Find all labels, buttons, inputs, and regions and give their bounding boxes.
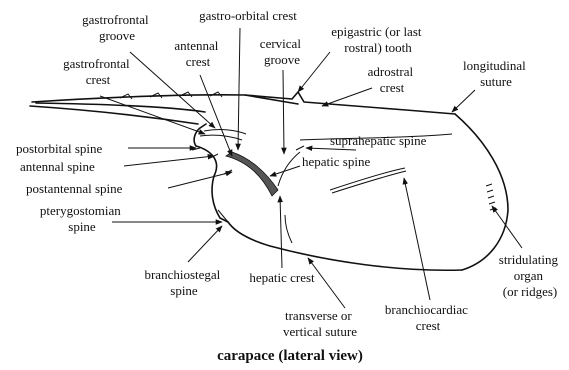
- label-adrostral-crest: adrostral crest: [368, 64, 417, 95]
- label-cervical-groove: cervical groove: [260, 36, 304, 67]
- label-line: suprahepatic spine: [330, 133, 427, 148]
- label-line: pterygostomian: [40, 203, 121, 218]
- label-line: branchiostegal: [144, 267, 220, 282]
- label-line: crest: [380, 80, 405, 95]
- label-line: antennal spine: [20, 159, 95, 174]
- leader-hepatic-spine: [270, 166, 300, 176]
- label-line: adrostral: [368, 64, 414, 79]
- leader-branchiocardiac-crest: [404, 178, 430, 300]
- label-branchiocardiac-crest: branchiocardiac crest: [385, 302, 471, 333]
- label-pterygostomian-spine: pterygostomian spine: [40, 203, 124, 234]
- label-line: spine: [68, 219, 96, 234]
- leader-postantennal-spine: [168, 172, 232, 188]
- label-line: postorbital spine: [16, 141, 103, 156]
- label-postantennal-spine: postantennal spine: [26, 181, 123, 196]
- leader-hepatic-crest: [280, 196, 282, 268]
- leader-suprahepatic-spine: [306, 148, 356, 150]
- leader-stridulating-organ: [492, 206, 522, 248]
- label-line: crest: [186, 54, 211, 69]
- leader-antennal-spine: [124, 156, 214, 166]
- label-line: suture: [480, 74, 512, 89]
- label-epigastric-tooth: epigastric (or last rostral) tooth: [331, 24, 425, 55]
- label-gastrofrontal-crest: gastrofrontal crest: [63, 56, 133, 87]
- label-line: postantennal spine: [26, 181, 123, 196]
- label-line: cervical: [260, 36, 302, 51]
- label-transverse-suture: transverse or vertical suture: [283, 308, 357, 339]
- label-line: vertical suture: [283, 324, 357, 339]
- label-line: groove: [264, 52, 300, 67]
- label-antennal-crest: antennal crest: [174, 38, 221, 69]
- leader-adrostral-crest: [322, 88, 372, 106]
- label-line: (or ridges): [503, 284, 558, 299]
- label-line: stridulating: [499, 252, 559, 267]
- label-line: hepatic crest: [249, 270, 315, 285]
- label-line: rostral) tooth: [344, 40, 412, 55]
- label-line: branchiocardiac: [385, 302, 468, 317]
- label-line: transverse or: [285, 308, 352, 323]
- label-hepatic-spine: hepatic spine: [302, 154, 370, 169]
- leader-cervical-groove: [283, 70, 284, 154]
- label-line: spine: [170, 283, 198, 298]
- leader-gastrofrontal-crest: [100, 96, 205, 134]
- label-line: crest: [416, 318, 441, 333]
- label-line: gastro-orbital crest: [199, 8, 297, 23]
- label-line: crest: [86, 72, 111, 87]
- label-line: longitudinal: [463, 58, 526, 73]
- label-stridulating-organ: stridulating organ (or ridges): [499, 252, 561, 299]
- label-branchiostegal-spine: branchiostegal spine: [144, 267, 223, 298]
- label-postorbital-spine: postorbital spine: [16, 141, 103, 156]
- label-line: epigastric (or last: [331, 24, 422, 39]
- label-line: groove: [99, 28, 135, 43]
- label-line: gastrofrontal: [63, 56, 130, 71]
- leader-longitudinal-suture: [452, 90, 475, 112]
- leader-branchiostegal-spine: [188, 226, 222, 262]
- label-line: hepatic spine: [302, 154, 370, 169]
- labels: gastrofrontal groove gastro-orbital cres…: [16, 8, 561, 339]
- label-line: organ: [514, 268, 544, 283]
- label-longitudinal-suture: longitudinal suture: [463, 58, 529, 89]
- leader-epigastric-tooth: [298, 52, 330, 92]
- label-gastro-orbital-crest: gastro-orbital crest: [199, 8, 297, 23]
- label-antennal-spine: antennal spine: [20, 159, 95, 174]
- figure-caption: carapace (lateral view): [217, 348, 363, 364]
- label-line: antennal: [174, 38, 218, 53]
- label-line: gastrofrontal: [82, 12, 149, 27]
- label-hepatic-crest: hepatic crest: [249, 270, 315, 285]
- label-suprahepatic-spine: suprahepatic spine: [330, 133, 427, 148]
- leader-antennal-crest: [200, 75, 232, 156]
- label-gastrofrontal-groove: gastrofrontal groove: [82, 12, 152, 43]
